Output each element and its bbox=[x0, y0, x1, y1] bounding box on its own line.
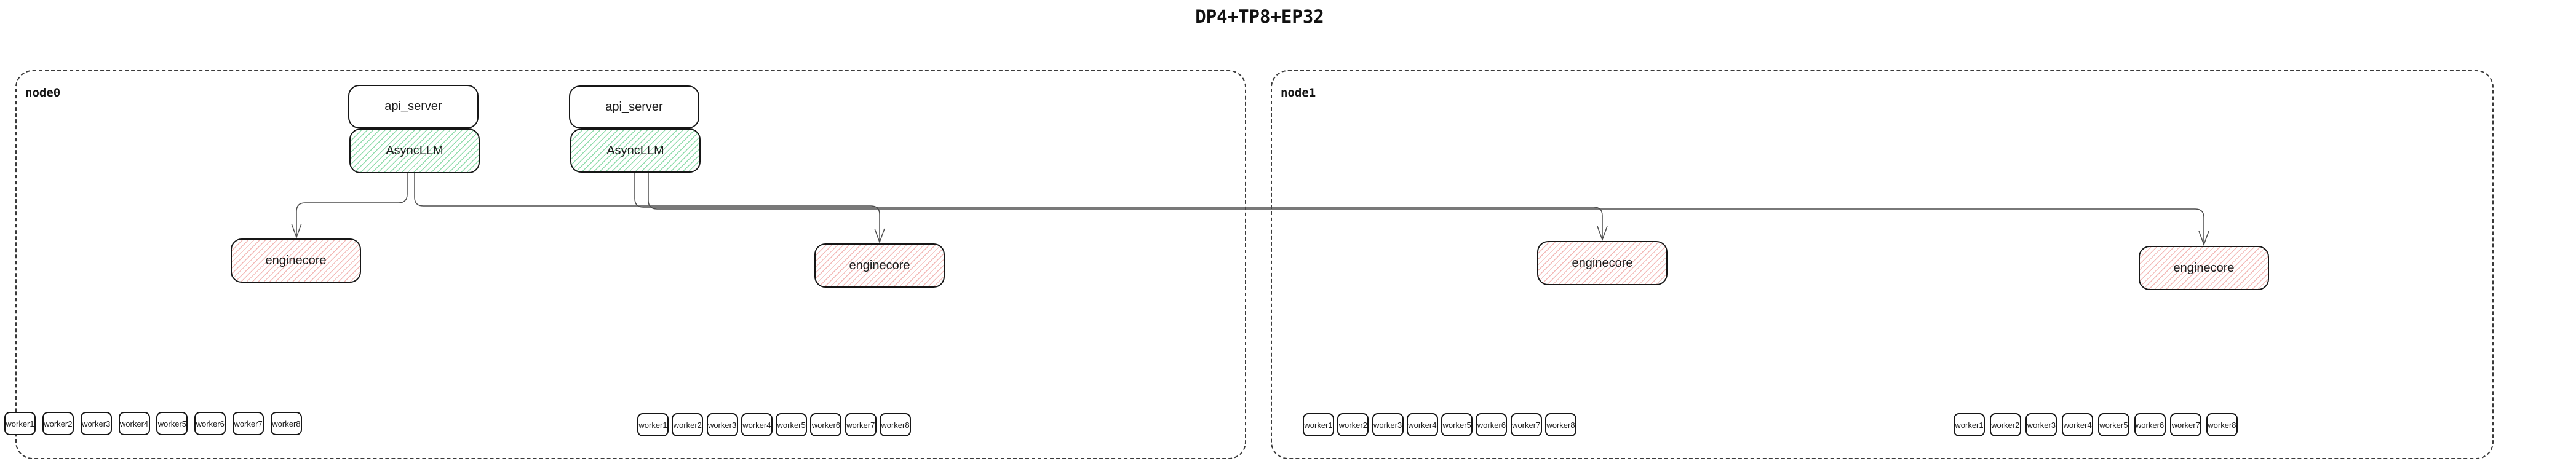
worker-box: worker1 bbox=[1303, 413, 1334, 436]
enginecore-box-4: enginecore bbox=[2139, 246, 2269, 290]
worker-box: worker3 bbox=[2025, 413, 2057, 436]
node1-label: node1 bbox=[1281, 86, 1316, 100]
worker-box: worker8 bbox=[879, 413, 911, 436]
worker-box: worker7 bbox=[845, 413, 877, 436]
node1-container: node1 bbox=[1271, 70, 2494, 459]
worker-box: worker3 bbox=[80, 412, 112, 435]
worker-box: worker1 bbox=[4, 412, 36, 435]
diagram-title: DP4+TP8+EP32 bbox=[1195, 6, 1324, 27]
worker-box: worker2 bbox=[1337, 413, 1369, 436]
worker-box: worker4 bbox=[1406, 413, 1438, 436]
worker-box: worker6 bbox=[810, 413, 842, 436]
asyncllm-box-1: AsyncLLM bbox=[349, 128, 480, 173]
worker-box: worker8 bbox=[2206, 413, 2238, 436]
asyncllm-box-2: AsyncLLM bbox=[570, 128, 701, 173]
worker-box: worker4 bbox=[118, 412, 150, 435]
worker-box: worker7 bbox=[233, 412, 264, 435]
node0-label: node0 bbox=[25, 86, 61, 100]
worker-box: worker3 bbox=[706, 413, 738, 436]
worker-box: worker6 bbox=[1476, 413, 1508, 436]
worker-box: worker8 bbox=[270, 412, 302, 435]
worker-box: worker3 bbox=[1372, 413, 1404, 436]
enginecore-box-2: enginecore bbox=[814, 243, 945, 288]
worker-box: worker5 bbox=[156, 412, 188, 435]
worker-box: worker8 bbox=[1544, 413, 1576, 436]
api-server-box-2: api_server bbox=[569, 85, 699, 128]
worker-box: worker4 bbox=[741, 413, 773, 436]
worker-box: worker5 bbox=[2097, 413, 2129, 436]
enginecore-box-1: enginecore bbox=[231, 238, 361, 283]
worker-box: worker4 bbox=[2062, 413, 2094, 436]
worker-box: worker2 bbox=[672, 413, 704, 436]
worker-box: worker1 bbox=[1954, 413, 1985, 436]
worker-box: worker7 bbox=[2170, 413, 2202, 436]
worker-box: worker6 bbox=[194, 412, 226, 435]
worker-box: worker5 bbox=[1441, 413, 1473, 436]
enginecore-box-3: enginecore bbox=[1537, 241, 1668, 285]
api-server-box-1: api_server bbox=[348, 85, 479, 128]
worker-box: worker2 bbox=[1989, 413, 2021, 436]
worker-box: worker2 bbox=[42, 412, 74, 435]
node0-container: node0 bbox=[15, 70, 1246, 459]
worker-box: worker6 bbox=[2134, 413, 2166, 436]
worker-box: worker7 bbox=[1510, 413, 1542, 436]
worker-box: worker1 bbox=[637, 413, 669, 436]
worker-group-1: worker1 worker2 worker3 worker4 worker5 worke… bbox=[4, 412, 302, 435]
worker-box: worker5 bbox=[776, 413, 808, 436]
